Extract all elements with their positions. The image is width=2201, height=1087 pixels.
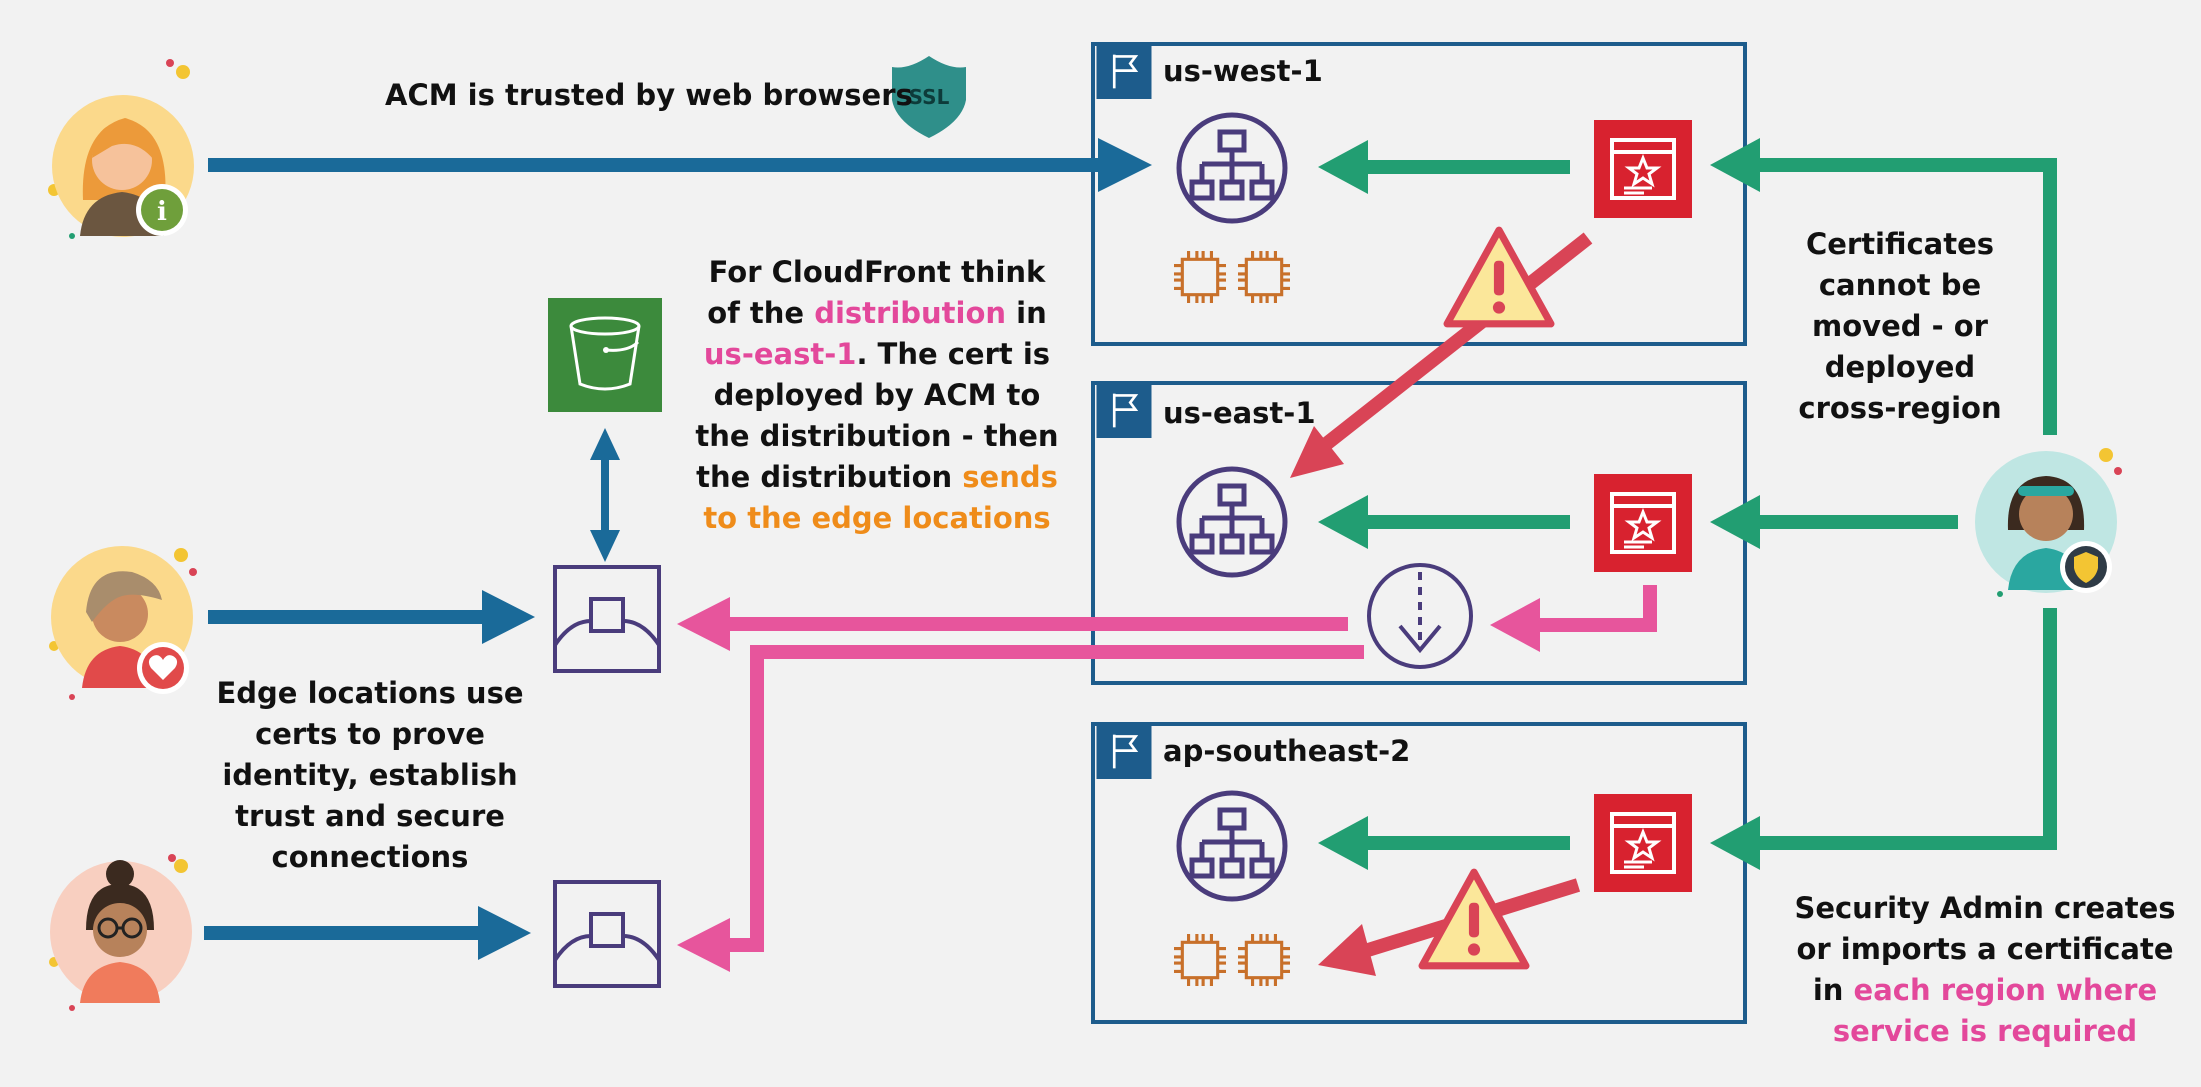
blue-arrows bbox=[204, 138, 1152, 960]
highlight-distribution: distribution bbox=[814, 296, 1007, 330]
region-us-west-1 bbox=[1091, 42, 1747, 346]
security-admin-note: Security Admin creates or imports a cert… bbox=[1790, 888, 2180, 1052]
highlight-each-region: each region where service is required bbox=[1832, 973, 2158, 1048]
edge-location-icon bbox=[553, 565, 661, 673]
cloudfront-note-text: For CloudFront think of the bbox=[707, 255, 1046, 330]
region-label-ap-southeast-2: ap-southeast-2 bbox=[1163, 734, 1411, 768]
cpu-chip-icon bbox=[1238, 251, 1290, 303]
user-glasses-avatar bbox=[49, 854, 192, 1011]
cpu-chip-icon bbox=[1238, 934, 1290, 986]
region-ap-southeast-2 bbox=[1091, 722, 1747, 1024]
region-label-us-east-1: us-east-1 bbox=[1163, 396, 1316, 430]
edge-locations-note: Edge locations use certs to prove identi… bbox=[216, 676, 524, 874]
highlight-us-east-1: us-east-1 bbox=[703, 337, 857, 371]
cloudfront-note-text: in bbox=[1006, 296, 1047, 330]
load-balancer-icon bbox=[1179, 469, 1285, 575]
green-arrows bbox=[1318, 138, 2057, 870]
load-balancer-icon bbox=[1179, 793, 1285, 899]
certificates-note: Certificates cannot be moved - or deploy… bbox=[1798, 227, 2002, 425]
certificate-icon bbox=[1594, 794, 1692, 892]
highlight-sends-to-edge: sends to the edge locations bbox=[703, 460, 1058, 535]
certificate-icon bbox=[1594, 474, 1692, 572]
edge-location-icon bbox=[553, 880, 661, 988]
cloudfront-note-text: . The cert is deployed by ACM to the dis… bbox=[695, 337, 1059, 494]
red-arrows bbox=[1290, 232, 1593, 976]
acm-trust-caption: ACM is trusted by web browsers bbox=[385, 78, 913, 112]
admin-note-text: Security Admin creates or imports a cert… bbox=[1794, 891, 2176, 1007]
region-flag-icon bbox=[1095, 724, 1153, 779]
cpu-chip-icon bbox=[1174, 251, 1226, 303]
region-flag-icon bbox=[1095, 383, 1153, 438]
load-balancer-icon bbox=[1179, 115, 1285, 221]
ssl-label: SSL bbox=[909, 85, 950, 109]
s3-bucket-icon bbox=[548, 298, 662, 412]
cloudfront-note: For CloudFront think of the distribution… bbox=[692, 252, 1062, 539]
certificate-icon bbox=[1594, 120, 1692, 218]
cpu-chip-icon bbox=[1174, 934, 1226, 986]
warning-icon bbox=[1422, 872, 1526, 966]
ssl-shield-icon: SSL bbox=[892, 56, 966, 138]
security-admin-avatar bbox=[1975, 448, 2122, 597]
pink-arrows bbox=[677, 585, 1657, 972]
user-info-avatar: i bbox=[48, 59, 194, 239]
region-flag-icon bbox=[1095, 44, 1153, 99]
region-label-us-west-1: us-west-1 bbox=[1163, 54, 1323, 88]
user-heart-avatar bbox=[49, 546, 197, 700]
cloudfront-distribution-icon bbox=[1367, 563, 1473, 669]
svg-text:i: i bbox=[157, 197, 167, 227]
